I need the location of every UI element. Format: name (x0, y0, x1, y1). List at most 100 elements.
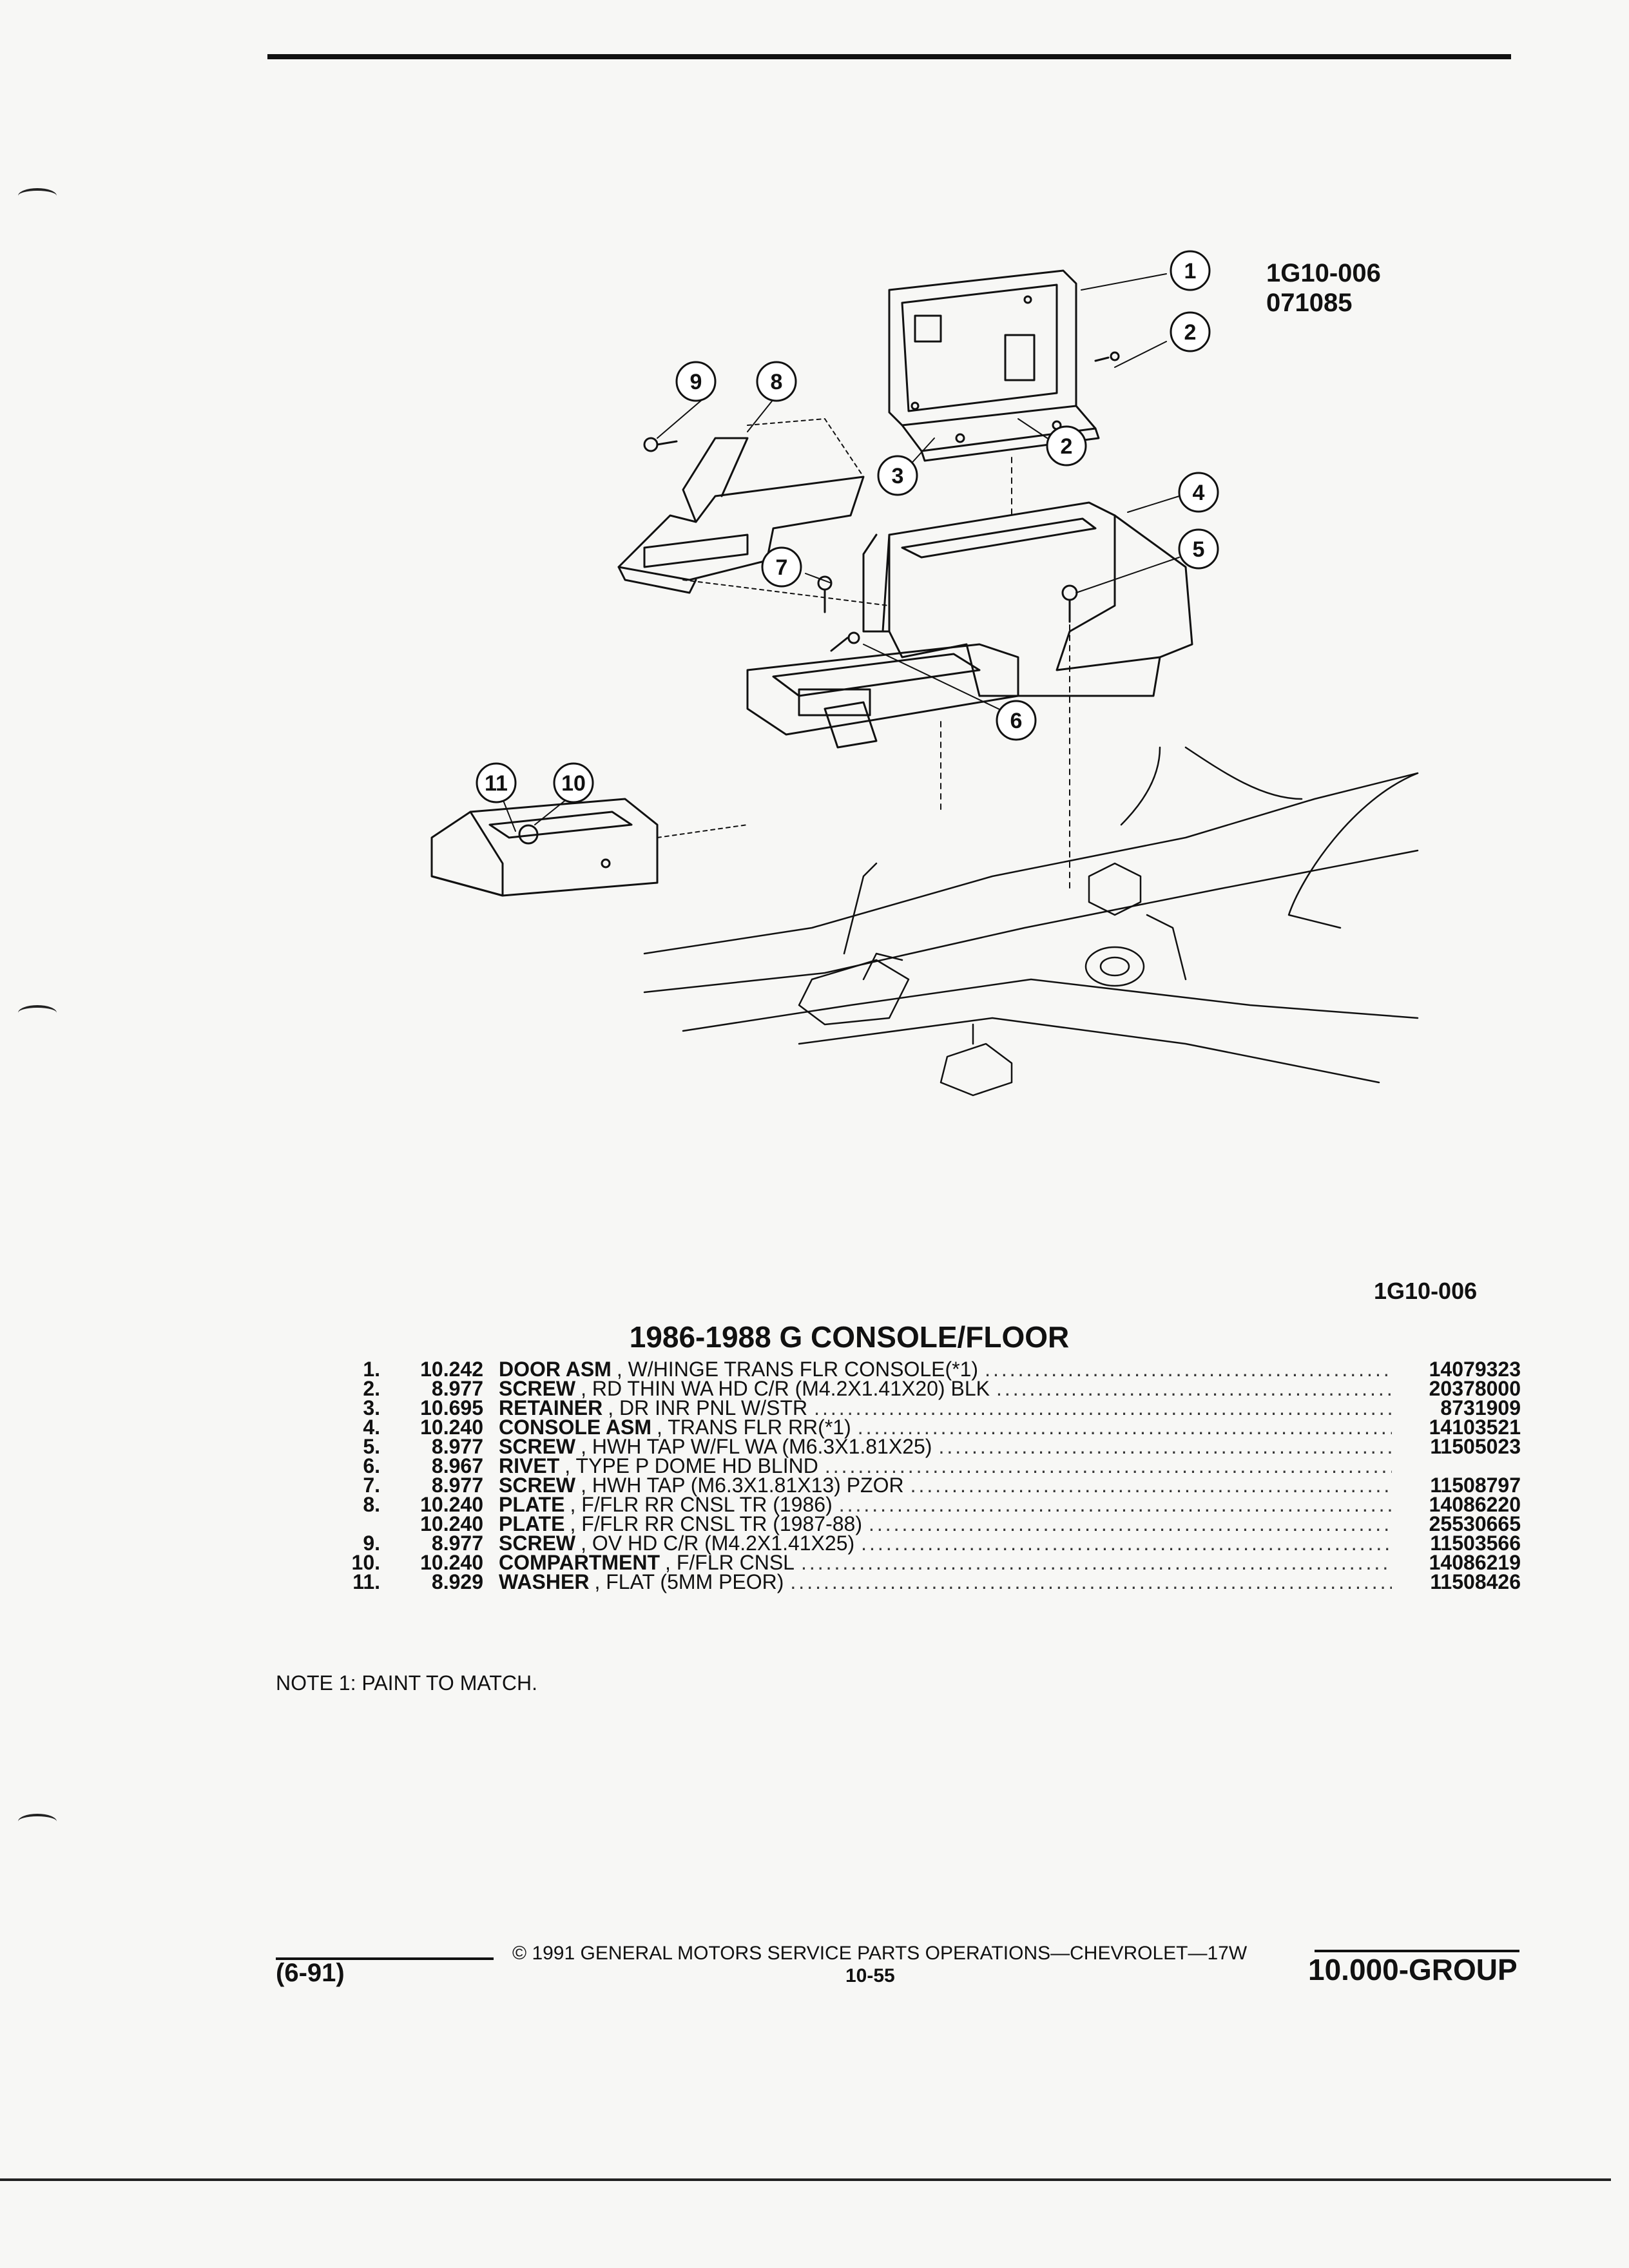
svg-text:2: 2 (1061, 434, 1073, 459)
callout-5: 5 (1178, 528, 1219, 570)
scan-binder-mark (18, 1814, 57, 1829)
part-number: 25530665 (1429, 1512, 1521, 1535)
part-description: , F/FLR CNSL (665, 1551, 795, 1574)
part-description: , F/FLR RR CNSL TR (1986) (570, 1493, 833, 1516)
leader-dots: ........................................… (938, 1437, 1392, 1456)
part-index: 4. (363, 1416, 380, 1439)
svg-text:11: 11 (485, 771, 508, 796)
callout-8: 8 (756, 361, 797, 402)
svg-text:5: 5 (1193, 537, 1205, 562)
leader-dots: ........................................… (824, 1456, 1392, 1475)
parts-list-row: 8. 10.240 PLATE, F/FLR RR CNSL TR (1986)..… (335, 1493, 1521, 1516)
part-description: , HWH TAP (M6.3X1.81X13) PZOR (581, 1474, 904, 1497)
part-group-number: 8.967 (431, 1454, 483, 1477)
part-number: 11508797 (1430, 1474, 1521, 1497)
leader-dots: ........................................… (814, 1398, 1392, 1418)
floor-and-shifter-drawing (643, 746, 1419, 1097)
part-description: , W/HINGE TRANS FLR CONSOLE(*1) (616, 1358, 979, 1381)
leader-dots: ........................................… (996, 1379, 1392, 1398)
svg-text:2: 2 (1184, 320, 1197, 345)
callouts: 1 2 2 3 4 5 6 7 8 9 10 11 (476, 250, 1219, 803)
part-name: SCREW (499, 1377, 576, 1400)
callout-2b: 2 (1046, 425, 1087, 466)
figure-date: 071085 (1266, 289, 1353, 317)
callout-4: 4 (1178, 472, 1219, 513)
footer-rule-left (276, 1957, 494, 1960)
note: NOTE 1: PAINT TO MATCH. (276, 1671, 537, 1695)
part-group-number: 10.240 (420, 1416, 483, 1439)
part-number: 11503566 (1430, 1532, 1521, 1555)
callout-2: 2 (1170, 311, 1211, 352)
part-number: 14086219 (1429, 1551, 1521, 1574)
part-index: 10. (351, 1551, 380, 1574)
console-assembly-drawing (746, 501, 1193, 749)
top-rule (267, 54, 1511, 59)
part-group-number: 8.977 (431, 1377, 483, 1400)
part-index (335, 1514, 380, 1533)
part-index: 8. (363, 1493, 380, 1516)
page-number: 10-55 (845, 1965, 895, 1986)
compartment-drawing (430, 798, 659, 897)
part-number: 14086220 (1429, 1493, 1521, 1516)
footer-copyright: © 1991 GENERAL MOTORS SERVICE PARTS OPER… (512, 1943, 1248, 1964)
leader-dots: ........................................… (790, 1572, 1392, 1591)
footer-group: 10.000-GROUP (1308, 1953, 1518, 1986)
part-description: , FLAT (5MM PEOR) (594, 1570, 784, 1593)
footer-rule-right (1315, 1950, 1519, 1952)
leader-dots: ........................................… (910, 1475, 1392, 1495)
part-index: 2. (363, 1377, 380, 1400)
callout-7: 7 (761, 546, 802, 588)
part-name: PLATE (499, 1493, 565, 1516)
part-name: SCREW (499, 1532, 576, 1555)
part-index: 1. (363, 1358, 380, 1381)
part-description: , TRANS FLR RR(*1) (657, 1416, 851, 1439)
part-group-number: 10.240 (420, 1512, 483, 1535)
exploded-view-diagram: 1 2 2 3 4 5 6 7 8 9 10 11 (430, 250, 1419, 1097)
callout-9: 9 (675, 361, 717, 402)
leader-dots: ........................................… (838, 1495, 1392, 1514)
scan-binder-mark (18, 1005, 57, 1021)
callout-6: 6 (996, 700, 1037, 741)
part-name: WASHER (499, 1570, 590, 1593)
part-description: , DR INR PNL W/STR (608, 1396, 808, 1419)
svg-text:7: 7 (776, 555, 788, 580)
part-group-number: 8.977 (431, 1435, 483, 1458)
part-number: 20378000 (1429, 1377, 1521, 1400)
leader-dots: ........................................… (857, 1418, 1392, 1437)
part-name: RETAINER (499, 1396, 603, 1419)
plate-drawing (617, 437, 865, 594)
parts-list-row: 6. 8.967 RIVET, TYPE P DOME HD BLIND......… (335, 1454, 1521, 1477)
part-index: 6. (363, 1454, 380, 1477)
part-name: SCREW (499, 1435, 576, 1458)
part-group-number: 10.242 (420, 1358, 483, 1381)
svg-text:8: 8 (771, 370, 783, 394)
part-name: CONSOLE ASM (499, 1416, 652, 1439)
svg-text:10: 10 (561, 771, 586, 796)
part-name: COMPARTMENT (499, 1551, 660, 1574)
leader-lines (502, 273, 1180, 890)
callout-3: 3 (877, 455, 918, 496)
part-index: 11. (352, 1570, 380, 1593)
part-group-number: 10.695 (420, 1396, 483, 1419)
svg-text:4: 4 (1193, 481, 1205, 505)
part-number: 11505023 (1430, 1435, 1521, 1458)
leader-dots: ........................................… (985, 1360, 1392, 1379)
part-name: PLATE (499, 1512, 565, 1535)
part-description: , HWH TAP W/FL WA (M6.3X1.81X25) (581, 1435, 932, 1458)
part-description: , OV HD C/R (M4.2X1.41X25) (581, 1532, 855, 1555)
part-name: SCREW (499, 1474, 576, 1497)
part-number: 8731909 (1440, 1396, 1521, 1419)
part-name: RIVET (499, 1454, 560, 1477)
part-description: , TYPE P DOME HD BLIND (564, 1454, 818, 1477)
part-group-number: 10.240 (420, 1551, 483, 1574)
scan-binder-mark (18, 188, 57, 204)
part-group-number: 10.240 (420, 1493, 483, 1516)
